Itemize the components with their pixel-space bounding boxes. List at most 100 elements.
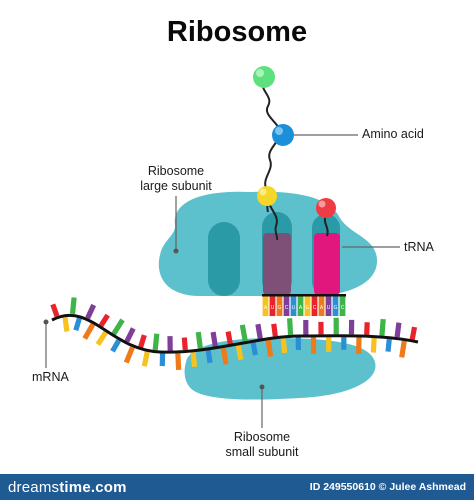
channel-1 (208, 222, 240, 296)
nucleotide-base (141, 351, 150, 367)
nucleotide-base (379, 318, 386, 336)
pairing-base (339, 296, 346, 316)
nucleotide-base (190, 352, 198, 367)
pairing-letter: U (271, 305, 275, 311)
page-title: Ribosome (166, 16, 308, 48)
large-subunit-label: Ribosome large subunit (136, 164, 216, 194)
nucleotide-base (73, 317, 82, 331)
nucleotide-base (85, 303, 97, 320)
nucleotide-base (280, 338, 288, 354)
nucleotide-base (235, 344, 244, 361)
nucleotide-base (175, 353, 182, 371)
pairing-letter: U (327, 305, 331, 311)
nucleotide-base (210, 331, 218, 347)
nucleotide-base (326, 337, 332, 352)
nucleotide-base (303, 319, 309, 335)
pairing-letter: A (299, 305, 303, 311)
pairing-letter: C (341, 305, 345, 311)
amino-acid-bead-red (316, 198, 336, 218)
nucleotide-base (287, 318, 294, 335)
nucleotide-base (318, 321, 324, 335)
nucleotide-base (265, 339, 274, 358)
pairing-letter: C (285, 305, 289, 311)
small-subunit-label-line2: small subunit (225, 445, 299, 459)
pairing-bar (262, 294, 346, 297)
nucleotide-base (138, 334, 147, 348)
trna-label: tRNA (404, 240, 434, 254)
nucleotide-base (95, 330, 108, 346)
logo-prefix: dreams (8, 479, 60, 496)
nucleotide-base (181, 337, 188, 351)
pairing-letter: A (264, 305, 268, 311)
pairing-base (269, 296, 276, 316)
trna-magenta (314, 233, 340, 295)
pairing-base (290, 296, 297, 316)
pairing-base (318, 296, 325, 316)
nucleotide-base (394, 322, 402, 338)
amino-acid-bead-blue (272, 124, 294, 146)
nucleotide-base (195, 331, 203, 349)
nucleotide-base (167, 336, 173, 351)
pairing-base (325, 296, 332, 316)
pairing-base (297, 296, 304, 316)
nucleotide-base (370, 337, 377, 353)
nucleotide-base (62, 316, 70, 332)
pairing-base (283, 296, 290, 316)
nucleotide-base (111, 318, 125, 336)
nucleotide-base (159, 353, 166, 367)
pairing-letter: U (292, 305, 296, 311)
pairing-letter: A (320, 305, 324, 311)
large-subunit-label-line1: Ribosome (147, 164, 205, 178)
nucleotide-base (255, 323, 263, 339)
pairing-letter: G (334, 305, 338, 311)
footer-bar: dreamstime.com ID 249550610 © Julee Ashm… (0, 474, 474, 500)
image-id: ID 249550610 (309, 481, 376, 493)
pairing-letter: G (306, 305, 310, 311)
pairing-base (262, 296, 269, 316)
nucleotide-base (225, 331, 233, 345)
nucleotide-base (333, 317, 339, 335)
nucleotide-base (82, 322, 96, 340)
nucleotide-base (409, 326, 418, 340)
small-subunit-shape (184, 338, 376, 400)
nucleotide-base (364, 322, 370, 335)
nucleotide-base (356, 337, 362, 355)
logo-suffix: time.com (59, 479, 127, 496)
amino-acid-label: Amino acid (362, 127, 424, 141)
nucleotide-base (341, 337, 347, 350)
nucleotide-base (295, 337, 301, 351)
nucleotide-base (271, 323, 278, 337)
small-subunit-label: Ribosome small subunit (220, 430, 304, 460)
nucleotide-base (385, 338, 392, 352)
nucleotide-base (239, 324, 248, 342)
nucleotide-base (348, 319, 355, 335)
nucleotide-base (250, 342, 258, 356)
mrna-strand (51, 313, 419, 354)
trna-stem-purple (267, 199, 279, 241)
pairing-letter: C (313, 305, 317, 311)
image-author: Julee Ashmead (389, 481, 466, 493)
nucleotide-base (98, 313, 110, 328)
nucleotide-base (69, 297, 77, 315)
mrna-dot (43, 319, 49, 325)
nucleotide-base (399, 340, 407, 358)
nucleotide-base (123, 346, 135, 364)
nucleotide-base (205, 350, 213, 364)
image-credit: ID 249550610 © Julee Ashmead (309, 481, 466, 493)
nucleotide-base (110, 339, 121, 353)
mrna-label: mRNA (32, 370, 69, 384)
nucleotide-base (220, 347, 229, 365)
amino-acid-bead-green (253, 66, 275, 88)
large-subunit-dot (173, 248, 179, 254)
large-subunit-label-line2: large subunit (140, 179, 212, 193)
nucleotide-base (50, 303, 60, 318)
pairing-base (276, 296, 283, 316)
nucleotide-base (152, 333, 160, 351)
trna-purple (263, 233, 291, 295)
pairing-letter: G (278, 305, 282, 311)
pairing-base (332, 296, 339, 316)
small-subunit-dot (259, 384, 265, 390)
